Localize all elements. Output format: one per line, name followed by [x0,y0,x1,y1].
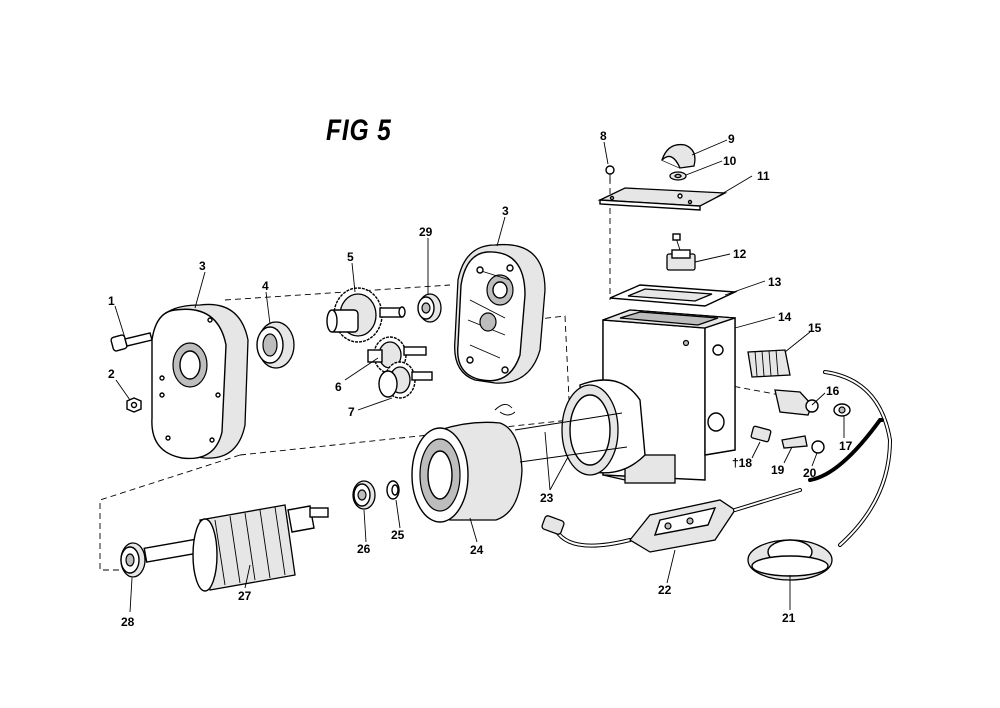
callout-12: 12 [733,247,747,261]
part-12-switch [666,233,696,271]
part-18-brush [750,425,772,443]
callout-3-left: 3 [199,259,206,273]
part-28-bearing [120,542,146,578]
callout-25: 25 [391,528,405,542]
callout-20: 20 [803,466,817,480]
callout-2: 2 [108,367,115,381]
part-5-gear-shaft [326,287,406,343]
part-29-small-bearing [417,293,442,323]
callout-3-right: 3 [502,204,509,218]
part-17-clip [833,403,851,417]
part-22-speed-controller [541,417,884,553]
callout-4: 4 [262,279,269,293]
callout-18: †18 [732,456,752,470]
callout-26: 26 [357,542,371,556]
leader-lines [114,139,845,613]
callout-9: 9 [728,132,735,146]
part-8-screw [605,165,615,182]
part-25-clip-washer [386,480,400,500]
callout-labels: 1 2 3 3 4 5 6 7 8 9 10 11 12 13 14 15 16… [108,129,853,629]
part-23-through-bolts [514,412,628,463]
callout-13: 13 [768,275,782,289]
callout-23: 23 [540,491,554,505]
part-4-bearing [256,321,295,369]
part-7-gear [378,361,433,399]
callout-11: 11 [757,169,770,183]
part-2-nut [126,397,142,413]
callout-17: 17 [839,439,853,453]
part-27-armature [143,504,329,592]
part-19-spring [781,435,808,449]
part-10-washer [669,171,687,181]
part-15-brush-spring [747,349,791,378]
part-14-main-frame [602,309,736,484]
part-21-foot-pedal [747,370,893,581]
callout-7: 7 [348,405,355,419]
part-1-screw [110,332,153,352]
part-11-cover-plate [597,187,728,211]
part-20-cap [811,440,825,454]
callout-10: 10 [723,154,737,168]
callout-6: 6 [335,380,342,394]
callout-29: 29 [419,225,433,239]
part-16-connector [774,389,819,416]
callout-14: 14 [778,310,792,324]
callout-5: 5 [347,250,354,264]
callout-22: 22 [658,583,672,597]
callout-28: 28 [121,615,135,629]
callout-27: 27 [238,589,252,603]
part-9-knob [661,143,696,169]
callout-16: 16 [826,384,840,398]
figure-title: FIG 5 [326,114,392,147]
callout-19: 19 [771,463,785,477]
callout-1: 1 [108,294,115,308]
part-14-frame-tube [561,379,646,476]
callout-21: 21 [782,611,796,625]
part-3-left-housing-cover [151,303,249,460]
part-13-gasket [609,284,738,307]
callout-8: 8 [600,129,607,143]
part-26-bearing [352,480,376,510]
part-3-right-housing [454,243,546,384]
callout-15: 15 [808,321,822,335]
callout-24: 24 [470,543,484,557]
part-24-stator [411,404,523,523]
